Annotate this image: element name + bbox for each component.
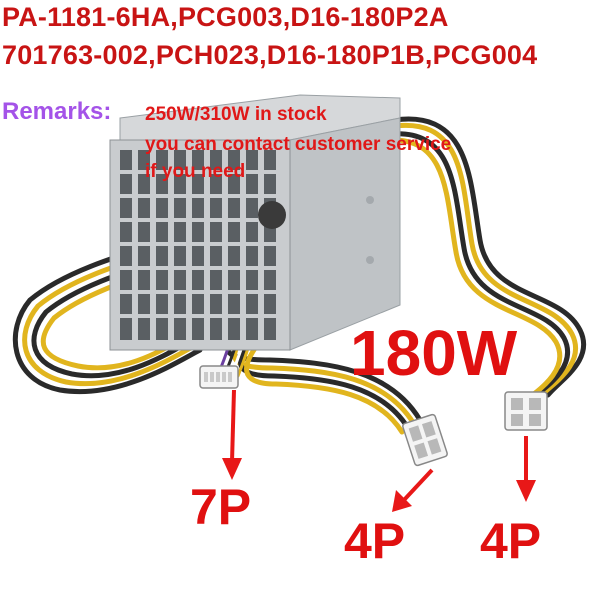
remarks-line-1: 250W/310W in stock: [145, 104, 327, 125]
arrow-4p-center: [392, 468, 434, 512]
connector-7p: [199, 365, 239, 389]
connector-4p-center: [402, 413, 448, 467]
psu-box: [109, 94, 401, 351]
model-line-2: 701763-002,PCH023,D16-180P1B,PCG004: [2, 40, 538, 70]
model-line-1: PA-1181-6HA,PCG003,D16-180P2A: [2, 2, 449, 32]
connector-label-4p-center: 4P: [344, 513, 406, 569]
arrow-7p: [222, 389, 242, 480]
remarks-label: Remarks:: [2, 98, 112, 125]
connector-4p-right: [504, 391, 548, 431]
remarks-line-3: if you need: [145, 161, 246, 182]
wattage-label: 180W: [350, 317, 518, 389]
remarks-line-2: you can contact customer service: [145, 134, 452, 155]
connector-label-7p: 7P: [190, 479, 252, 535]
connector-label-4p-right: 4P: [480, 513, 542, 569]
arrow-4p-right: [516, 436, 536, 502]
